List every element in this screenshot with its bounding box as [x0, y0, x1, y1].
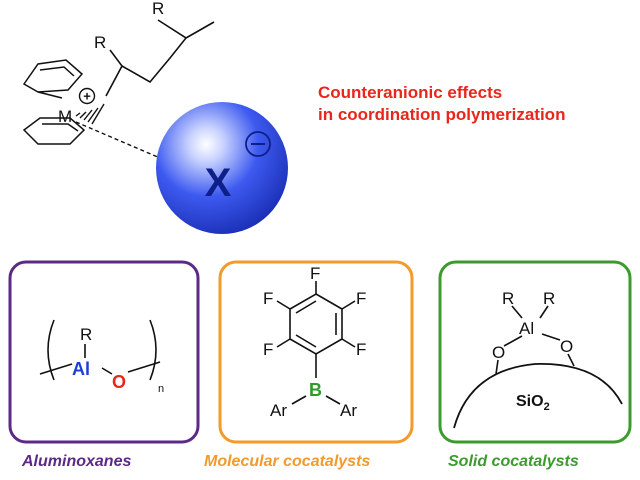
chain-substituent-middle: R: [94, 33, 106, 52]
boron-atom: B: [309, 380, 322, 400]
aryl-right: Ar: [340, 401, 357, 420]
caption-aluminoxanes: Aluminoxanes: [22, 453, 132, 470]
repeat-bracket-right: [149, 319, 157, 381]
aluminum-atom: Al: [72, 359, 90, 379]
anion-sphere: [156, 102, 288, 234]
aluminoxane-bonds: [39, 344, 161, 375]
metallocene-cation: R R M +: [22, 0, 215, 159]
fluorine-upper-left: F: [263, 289, 273, 308]
surface-oxygen-left: O: [492, 343, 505, 362]
surface-aluminum: Al: [519, 319, 534, 338]
fluorine-lower-right: F: [356, 340, 366, 359]
aluminoxane-substituent: R: [80, 325, 92, 344]
panel-molecular-cocatalysts: F F F F F B Ar Ar: [218, 260, 414, 444]
panel-solid-cocatalysts: R R Al O O SiO2: [438, 260, 632, 444]
panel-aluminoxanes: R Al O n: [8, 260, 200, 444]
pentafluorophenyl-ring: [276, 281, 356, 405]
fluorine-lower-left: F: [263, 340, 273, 359]
silica-surface: [453, 363, 623, 429]
cyclopentadienyl-ring-upper: [22, 59, 84, 99]
surface-substituent-right: R: [543, 289, 555, 308]
fluorine-upper-right: F: [356, 289, 366, 308]
caption-molecular-cocatalysts: Molecular cocatalysts: [204, 453, 371, 470]
caption-solid-cocatalysts: Solid cocatalysts: [448, 453, 579, 470]
repeat-subscript: n: [158, 383, 164, 395]
hashed-bond: [75, 103, 105, 125]
cyclopentadienyl-ring-lower: [22, 117, 86, 145]
surface-oxygen-right: O: [560, 337, 573, 356]
oxygen-atom: O: [112, 372, 126, 392]
negative-charge-icon: [245, 131, 271, 157]
headline: Counteranionic effects in coordination p…: [318, 82, 634, 126]
positive-charge-symbol: +: [83, 89, 91, 104]
headline-line-2: in coordination polymerization: [318, 105, 566, 124]
solid-cocatalysts-frame: [438, 260, 632, 444]
headline-line-1: Counteranionic effects: [318, 83, 503, 102]
aluminoxanes-frame: [8, 260, 200, 444]
silica-label: SiO2: [516, 393, 550, 413]
molecular-cocatalysts-frame: [218, 260, 414, 444]
metal-center: M: [58, 107, 72, 126]
positive-charge-icon: [78, 87, 96, 105]
surface-aluminum-bonds: [495, 305, 575, 375]
surface-substituent-left: R: [502, 289, 514, 308]
fluorine-top: F: [310, 264, 320, 283]
chain-substituent-top: R: [152, 0, 164, 18]
aryl-left: Ar: [270, 401, 287, 420]
anion-label: X: [205, 161, 232, 205]
polymer-chain: [105, 19, 215, 97]
counteranion: X: [156, 102, 288, 234]
repeat-bracket-left: [47, 319, 55, 381]
ion-pair-contact: [75, 121, 161, 159]
